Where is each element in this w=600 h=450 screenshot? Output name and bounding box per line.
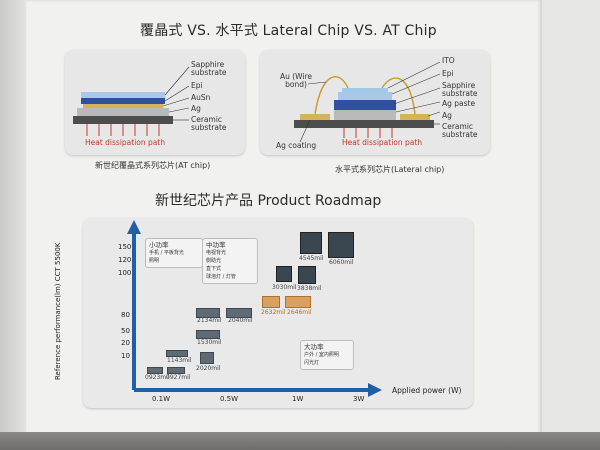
lateral-chip-illustration bbox=[294, 61, 441, 143]
label-ceramic: Ceramic substrate bbox=[191, 115, 227, 132]
label-sapphire: Sapphire substrate bbox=[442, 81, 478, 98]
heat-path-label: Heat dissipation path bbox=[342, 138, 423, 147]
right-wall bbox=[542, 0, 600, 450]
chip-label: 6060mil bbox=[329, 259, 354, 266]
left-wall-edge bbox=[0, 0, 26, 450]
label-ag: Ag bbox=[442, 111, 452, 120]
chip-label: 2632mil bbox=[261, 309, 286, 316]
legend-title: 大功率 bbox=[304, 343, 324, 351]
label-ag: Ag bbox=[191, 104, 201, 113]
chip-label: 0927mil bbox=[166, 374, 191, 381]
label-epi: Epi bbox=[442, 69, 454, 78]
label-au-wire-bond: Au (Wire bond) bbox=[279, 72, 313, 89]
chip-0927mil bbox=[167, 367, 185, 374]
epi-layer bbox=[81, 98, 165, 104]
x-tick-0-5w: 0.5W bbox=[220, 395, 239, 403]
lateral-chip-diagram: Au (Wire bond) Ag coating ITO Epi Sapphi… bbox=[260, 50, 490, 155]
x-tick-1w: 1W bbox=[292, 395, 304, 403]
legend-item: 直下式 bbox=[206, 266, 222, 272]
chip-2134mil bbox=[196, 308, 220, 318]
wire-bond-right bbox=[381, 77, 416, 115]
ag-paste-layer bbox=[334, 110, 396, 120]
chip-label: 1530mil bbox=[197, 339, 222, 346]
chip-label: 2646mil bbox=[287, 309, 312, 316]
y-tick-50: 50 bbox=[121, 327, 130, 335]
y-tick-120: 120 bbox=[118, 256, 132, 264]
y-tick-20: 20 bbox=[121, 339, 130, 347]
legend-item: 户外 / 室内照明 bbox=[304, 352, 339, 358]
legend-item: 电视背光 bbox=[206, 250, 227, 256]
epi-layer bbox=[338, 92, 392, 100]
chip-1530mil bbox=[196, 330, 220, 339]
legend-item: 手机 / 平板背光 bbox=[149, 250, 184, 256]
legend-title: 小功率 bbox=[149, 241, 169, 249]
sapphire-layer bbox=[334, 100, 396, 110]
chip-0923mil bbox=[147, 367, 163, 374]
y-tick-150: 150 bbox=[118, 243, 132, 251]
label-ag-coating: Ag coating bbox=[276, 141, 317, 150]
legend-medium-power: 中功率 电视背光 側助光 直下式 球泡灯 / 灯管 bbox=[202, 238, 258, 284]
label-epi: Epi bbox=[191, 81, 203, 90]
chip-2040mil bbox=[226, 308, 252, 318]
chip-3030mil bbox=[276, 266, 292, 282]
y-tick-100: 100 bbox=[118, 269, 132, 277]
chip-2632mil bbox=[262, 296, 280, 308]
chip-4545mil bbox=[300, 232, 322, 254]
label-ceramic: Ceramic substrate bbox=[442, 122, 478, 139]
chip-label: 1143mil bbox=[167, 357, 192, 364]
x-tick-3w: 3W bbox=[353, 395, 365, 403]
at-chip-caption: 新世纪覆晶式系列芯片(AT chip) bbox=[95, 161, 211, 170]
lateral-chip-caption: 水平式系列芯片(Lateral chip) bbox=[335, 165, 445, 174]
chip-1143mil bbox=[166, 350, 188, 357]
label-sapphire: Sapphire substrate bbox=[191, 60, 227, 77]
ceramic-substrate-layer bbox=[294, 120, 434, 128]
at-chip-diagram: Sapphire substrate Epi AuSn Ag Ceramic s… bbox=[65, 50, 245, 155]
chip-label: 2134mil bbox=[197, 317, 222, 324]
y-axis-label: Reference performance(lm) CCT 5500K bbox=[54, 242, 62, 380]
label-ito: ITO bbox=[442, 56, 455, 65]
ausn-layer bbox=[83, 104, 163, 108]
floor-ledge bbox=[0, 432, 600, 450]
chip-label: 2040mil bbox=[228, 317, 253, 324]
chip-2020mil bbox=[200, 352, 214, 364]
ceramic-substrate-layer bbox=[73, 116, 173, 124]
legend-item: 照明 bbox=[149, 258, 160, 264]
chip-6060mil bbox=[328, 232, 354, 258]
legend-item: 闪光灯 bbox=[304, 360, 320, 366]
legend-title: 中功率 bbox=[206, 241, 226, 249]
legend-item: 球泡灯 / 灯管 bbox=[206, 274, 236, 280]
y-axis-arrow bbox=[127, 220, 141, 234]
y-tick-10: 10 bbox=[121, 352, 130, 360]
sapphire-layer bbox=[81, 92, 165, 98]
chip-3838mil bbox=[298, 266, 316, 284]
chip-label: 4545mil bbox=[299, 255, 324, 262]
x-axis-label: Applied power (W) bbox=[392, 386, 462, 395]
chip-label: 3030mil bbox=[272, 284, 297, 291]
roadmap-title: 新世纪芯片产品 Product Roadmap bbox=[155, 193, 382, 209]
x-axis-arrow bbox=[368, 383, 382, 397]
label-ausn: AuSn bbox=[191, 93, 211, 102]
chip-label: 0923mil bbox=[145, 374, 170, 381]
label-ag-paste: Ag paste bbox=[442, 99, 476, 108]
legend-item: 側助光 bbox=[206, 258, 222, 264]
y-tick-80: 80 bbox=[121, 311, 130, 319]
chip-label: 2020mil bbox=[196, 365, 221, 372]
poster-title: 覆晶式 VS. 水平式 Lateral Chip VS. AT Chip bbox=[140, 23, 437, 39]
wire-bond-left bbox=[314, 76, 349, 115]
legend-large-power: 大功率 户外 / 室内照明 闪光灯 bbox=[300, 340, 354, 370]
ag-layer bbox=[77, 108, 169, 116]
heat-path-label: Heat dissipation path bbox=[85, 138, 166, 147]
chip-label: 3838mil bbox=[297, 285, 322, 292]
at-chip-illustration bbox=[73, 66, 190, 136]
chip-2646mil bbox=[285, 296, 311, 308]
ito-layer bbox=[342, 88, 388, 92]
x-tick-0-1w: 0.1W bbox=[152, 395, 171, 403]
legend-small-power: 小功率 手机 / 平板背光 照明 bbox=[145, 238, 203, 268]
